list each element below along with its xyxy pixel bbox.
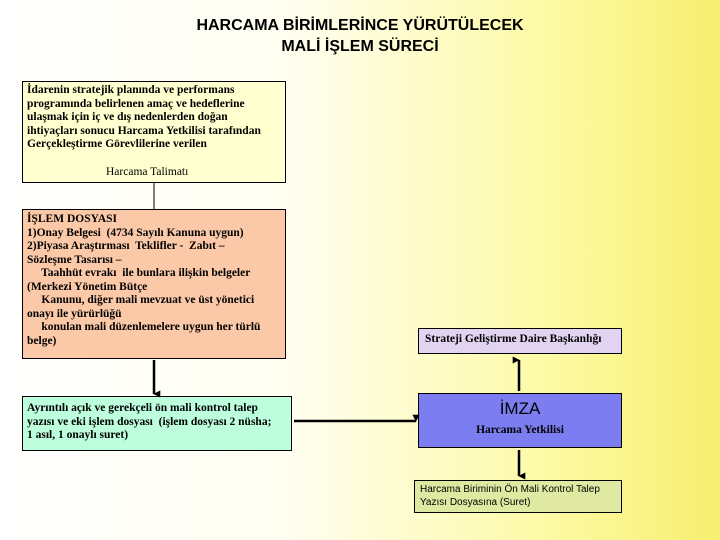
idare-line: ulaşmak için iç ve dış nedenlerden doğan [27, 111, 228, 123]
idare-line: ihtiyaçları sonucu Harcama Yetkilisi tar… [27, 124, 261, 137]
imza-heading: İMZA [499, 399, 541, 418]
title-line-2: MALİ İŞLEM SÜRECİ [281, 38, 439, 55]
idare-box: İdarenin stratejik planında ve performan… [22, 81, 286, 183]
islem-dosyasi-line: konulan mali düzenlemelere uygun her tür… [27, 321, 261, 333]
islem-dosyasi-line: belge) [27, 334, 57, 347]
harcama-talimati-label: Harcama Talimatı [106, 166, 189, 178]
idare-line: Gerçekleştirme Görevlilerine verilen [27, 138, 207, 150]
kontrol-line: Yazısı Dosyasına (Suret) [420, 497, 531, 508]
title-line-1: HARCAMA BİRİMLERİNCE YÜRÜTÜLECEK [196, 17, 524, 34]
islem-dosyasi-line: onayı ile yürürlüğü [27, 307, 122, 320]
islem-dosyasi-line: İŞLEM DOSYASI [27, 213, 118, 225]
kontrol-box: Harcama Biriminin Ön Mali Kontrol Talep … [414, 480, 622, 513]
idare-line: programında belirlenen amaç ve hedefleri… [27, 97, 245, 110]
islem-dosyasi-box: İŞLEM DOSYASI 1)Onay Belgesi (4734 Sayıl… [22, 209, 286, 359]
islem-dosyasi-line: 2)Piyasa Araştırması Teklifler - Zabıt – [27, 240, 225, 252]
ayrintili-line: yazısı ve eki işlem dosyası (işlem dosya… [27, 415, 272, 428]
idare-line: İdarenin stratejik planında ve performan… [27, 84, 235, 96]
ayrintili-talep-box: Ayrıntılı açık ve gerekçeli ön mali kont… [22, 396, 292, 451]
diagram-title: HARCAMA BİRİMLERİNCE YÜRÜTÜLECEK MALİ İŞ… [100, 15, 620, 57]
islem-dosyasi-line: (Merkezi Yönetim Bütçe [27, 280, 148, 293]
strateji-box: Strateji Geliştirme Daire Başkanlığı [418, 328, 622, 354]
ayrintili-line: Ayrıntılı açık ve gerekçeli ön mali kont… [27, 402, 258, 414]
islem-dosyasi-line: Sözleşme Tasarısı – [27, 253, 122, 266]
islem-dosyasi-line: Kanunu, diğer mali mevzuat ve üst yöneti… [27, 294, 255, 306]
islem-dosyasi-line: 1)Onay Belgesi (4734 Sayılı Kanuna uygun… [27, 226, 244, 239]
imza-box: İMZA Harcama Yetkilisi [418, 393, 622, 448]
ayrintili-line: 1 asıl, 1 onaylı suret) [27, 429, 129, 441]
strateji-label: Strateji Geliştirme Daire Başkanlığı [425, 333, 602, 345]
imza-subtitle: Harcama Yetkilisi [476, 424, 564, 436]
islem-dosyasi-line: Taahhüt evrakı ile bunlara ilişkin belge… [27, 267, 251, 279]
kontrol-line: Harcama Biriminin Ön Mali Kontrol Talep [420, 484, 600, 495]
